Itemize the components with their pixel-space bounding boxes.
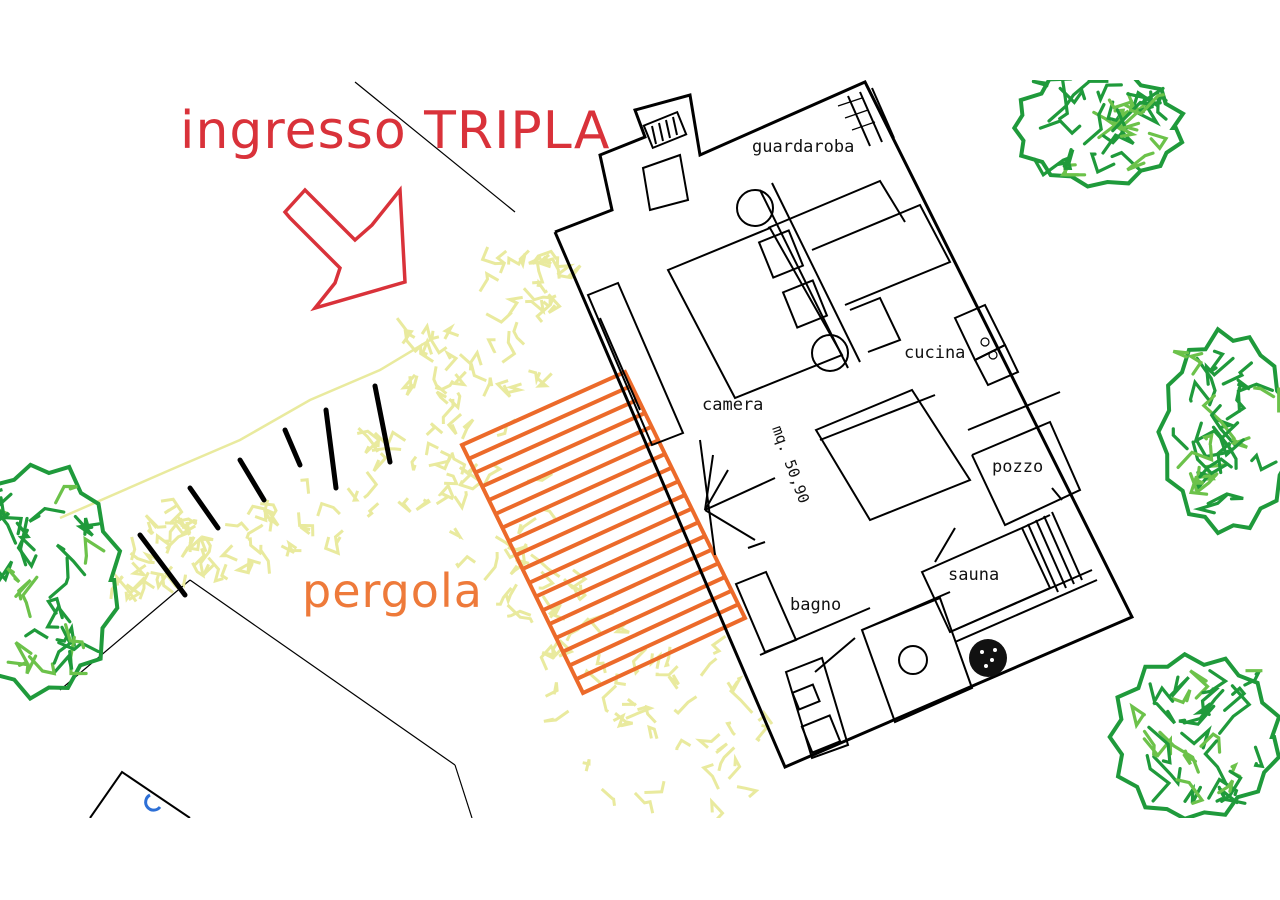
pergola-slat bbox=[474, 397, 640, 475]
room-label-bagno: bagno bbox=[790, 595, 841, 615]
pergola-slat bbox=[528, 506, 693, 585]
arrow-down-right-icon bbox=[282, 185, 407, 312]
pergola-slat bbox=[494, 438, 660, 516]
entrance-label: ingresso TRIPLA bbox=[180, 101, 611, 161]
room-label-guardaroba: guardaroba bbox=[752, 137, 854, 157]
pergola-slat bbox=[568, 588, 733, 668]
entrance-stair bbox=[641, 110, 690, 212]
pergola-slat bbox=[561, 575, 726, 654]
pergola-slat bbox=[481, 411, 646, 489]
shower-tray bbox=[969, 639, 1007, 677]
parking-marks bbox=[137, 383, 393, 598]
pergola-slat bbox=[535, 520, 700, 599]
pergola-slat bbox=[514, 479, 680, 558]
wardrobe-unit bbox=[767, 87, 906, 229]
pergola-label: pergola bbox=[302, 564, 483, 618]
pergola-slat bbox=[541, 534, 706, 613]
trees bbox=[0, 80, 1280, 818]
area-label: mq. 50,90 bbox=[768, 423, 813, 506]
tree-icon bbox=[0, 462, 123, 702]
gravel-path bbox=[59, 246, 774, 818]
room-label-sauna: sauna bbox=[948, 565, 999, 585]
table bbox=[814, 388, 972, 522]
tree-icon bbox=[1011, 80, 1186, 189]
pergola-slat bbox=[508, 465, 673, 544]
pergola-slat bbox=[521, 493, 686, 571]
kitchen-unit bbox=[811, 203, 1020, 387]
entrance-door bbox=[704, 454, 776, 541]
pergola-slat bbox=[575, 602, 740, 682]
pozzo-room bbox=[967, 391, 1082, 527]
site-boundary-lines bbox=[59, 81, 516, 818]
room-label-camera: camera bbox=[702, 395, 763, 415]
pergola-slat bbox=[501, 452, 666, 530]
tree-icon bbox=[1107, 651, 1280, 818]
pergola-slat bbox=[548, 547, 713, 626]
double-bed bbox=[666, 182, 861, 400]
neighbour-building bbox=[89, 770, 191, 818]
tree-icon bbox=[1156, 326, 1280, 536]
sauna-room bbox=[920, 511, 1098, 643]
pergola-slat bbox=[488, 424, 653, 502]
pergola-slat bbox=[555, 561, 720, 640]
pergola-slat bbox=[467, 383, 633, 461]
pergola-structure bbox=[459, 369, 748, 696]
house-floorplan bbox=[553, 80, 1135, 769]
room-label-pozzo: pozzo bbox=[992, 457, 1043, 477]
room-label-cucina: cucina bbox=[904, 343, 965, 363]
sofa bbox=[586, 281, 685, 447]
